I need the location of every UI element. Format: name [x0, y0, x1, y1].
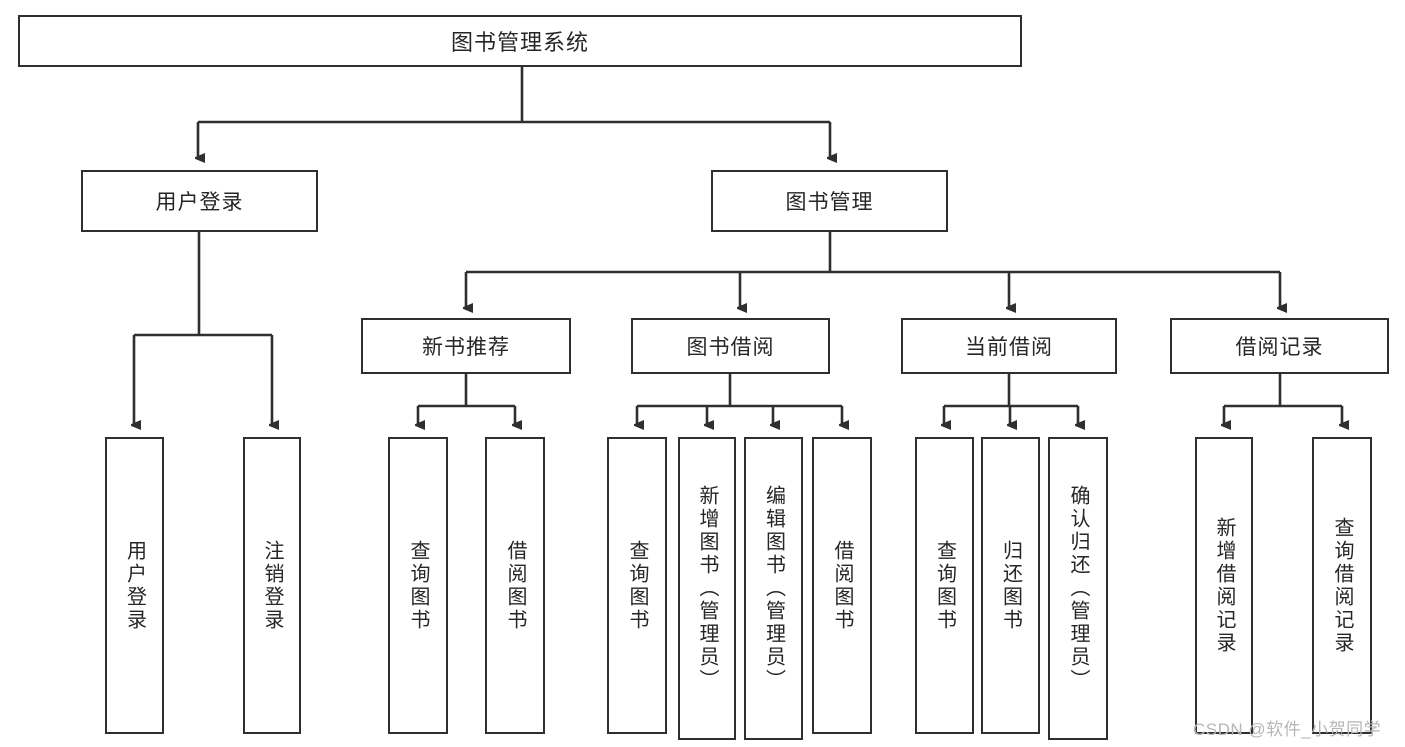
- node-new-book-rec-label: 新书推荐: [422, 336, 510, 359]
- node-leaf-query-book-cur[interactable]: 查询图书: [915, 437, 974, 734]
- node-leaf-borrow-book-rec-label: 借阅图书: [504, 539, 526, 632]
- node-leaf-query-book-rec-label: 查询图书: [407, 539, 429, 632]
- node-root[interactable]: 图书管理系统: [18, 15, 1022, 67]
- node-leaf-return-book-label: 归还图书: [999, 539, 1022, 632]
- node-leaf-query-borrow-record[interactable]: 查询借阅记录: [1312, 437, 1372, 734]
- node-book-manage-label: 图书管理: [785, 191, 874, 214]
- node-leaf-borrow-book-rec[interactable]: 借阅图书: [485, 437, 545, 734]
- node-leaf-edit-book-label: 编辑图书（管理员）: [762, 485, 785, 692]
- node-new-book-rec[interactable]: 新书推荐: [361, 318, 571, 374]
- node-leaf-return-book[interactable]: 归还图书: [981, 437, 1040, 734]
- node-borrow-record-label: 借阅记录: [1235, 336, 1324, 359]
- node-leaf-query-book-cur-label: 查询图书: [933, 539, 956, 632]
- node-leaf-confirm-return[interactable]: 确认归还（管理员）: [1048, 437, 1108, 740]
- node-book-borrow[interactable]: 图书借阅: [631, 318, 830, 374]
- node-book-borrow-label: 图书借阅: [686, 336, 775, 359]
- node-leaf-confirm-return-label: 确认归还（管理员）: [1067, 485, 1089, 692]
- node-user-login[interactable]: 用户登录: [81, 170, 318, 232]
- node-root-label: 图书管理系统: [450, 30, 589, 55]
- node-leaf-user-logout[interactable]: 注销登录: [243, 437, 301, 734]
- node-current-borrow-label: 当前借阅: [965, 336, 1053, 359]
- node-user-login-label: 用户登录: [155, 191, 244, 214]
- node-leaf-query-book-rec[interactable]: 查询图书: [388, 437, 448, 734]
- node-leaf-query-book-borrow-label: 查询图书: [626, 539, 648, 632]
- node-leaf-user-login[interactable]: 用户登录: [105, 437, 164, 734]
- watermark-text: CSDN @软件_小贺同学: [1193, 720, 1382, 739]
- node-leaf-add-borrow-record-label: 新增借阅记录: [1213, 516, 1235, 655]
- node-leaf-add-borrow-record[interactable]: 新增借阅记录: [1195, 437, 1253, 734]
- node-leaf-borrow-book-label: 借阅图书: [831, 539, 853, 632]
- node-leaf-add-book[interactable]: 新增图书（管理员）: [678, 437, 736, 740]
- node-borrow-record[interactable]: 借阅记录: [1170, 318, 1389, 374]
- node-leaf-user-logout-label: 注销登录: [261, 539, 283, 632]
- node-leaf-borrow-book[interactable]: 借阅图书: [812, 437, 872, 734]
- node-book-manage[interactable]: 图书管理: [711, 170, 948, 232]
- node-leaf-edit-book[interactable]: 编辑图书（管理员）: [744, 437, 803, 740]
- node-leaf-add-book-label: 新增图书（管理员）: [696, 485, 718, 692]
- node-leaf-query-book-borrow[interactable]: 查询图书: [607, 437, 667, 734]
- node-leaf-user-login-label: 用户登录: [123, 539, 146, 632]
- node-current-borrow[interactable]: 当前借阅: [901, 318, 1117, 374]
- node-leaf-query-borrow-record-label: 查询借阅记录: [1331, 516, 1353, 655]
